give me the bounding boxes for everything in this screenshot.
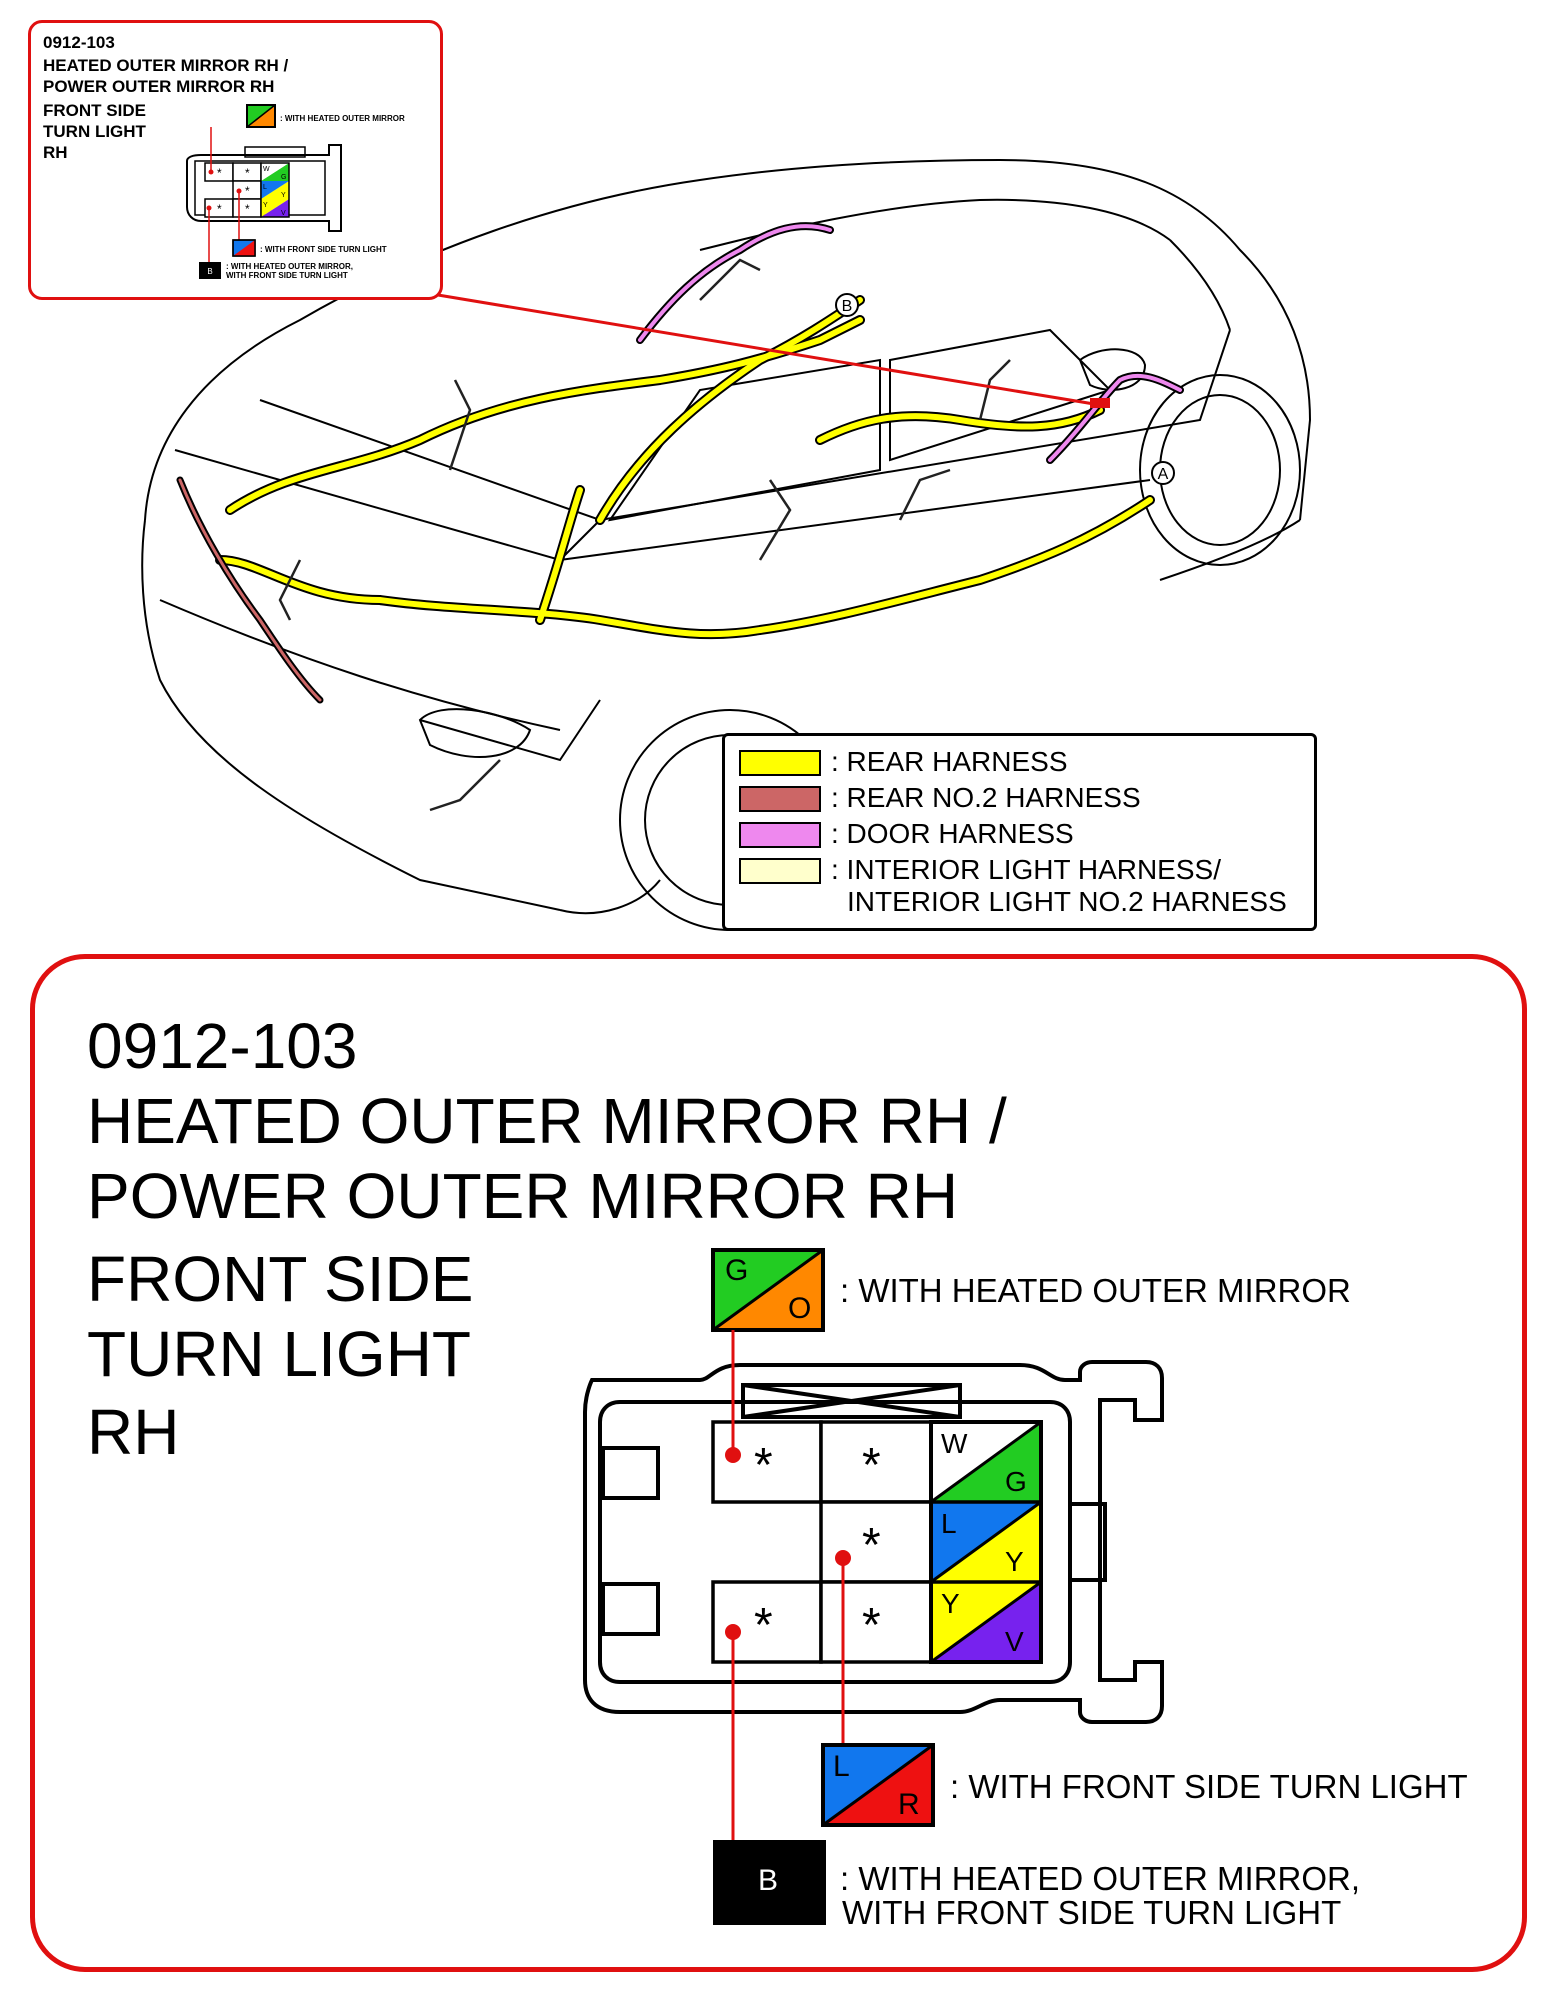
cavity-empty-4: * [754, 1599, 773, 1652]
inset-title-line1: HEATED OUTER MIRROR RH / [43, 56, 289, 75]
connector-sub-line2: TURN LIGHT [87, 1318, 471, 1390]
swatch-o-label: O [788, 1292, 812, 1325]
inset-sub-line3: RH [43, 143, 68, 162]
legend-label-rear: : REAR HARNESS [831, 746, 1068, 777]
legend-swatch-rear-no2 [739, 786, 821, 812]
inset-panel: 0912-103 HEATED OUTER MIRROR RH / POWER … [28, 20, 443, 300]
svg-text:WITH FRONT SIDE TURN LIGHT: WITH FRONT SIDE TURN LIGHT [226, 271, 348, 280]
legend-label-rear-no2: : REAR NO.2 HARNESS [831, 782, 1141, 813]
cavity-empty-2: * [862, 1439, 881, 1492]
legend-swatch-door [739, 822, 821, 848]
harness-legend: : REAR HARNESS : REAR NO.2 HARNESS : DOO… [722, 733, 1317, 931]
connector-sub-line1: FRONT SIDE [87, 1243, 474, 1315]
svg-text:*: * [245, 166, 250, 180]
svg-text:Y: Y [263, 202, 268, 209]
svg-text:B: B [207, 267, 212, 276]
terminal-label-w: W [941, 1428, 968, 1459]
connector-title-line2: POWER OUTER MIRROR RH [87, 1160, 959, 1232]
inset-sub-line2: TURN LIGHT [43, 122, 146, 141]
cavity-empty-3: * [862, 1519, 881, 1572]
svg-text:*: * [217, 202, 222, 216]
swatch-l-label: L [833, 1750, 850, 1783]
svg-text:Y: Y [281, 192, 286, 199]
connector-location-marker [1090, 398, 1110, 408]
rear-harness [217, 297, 1153, 638]
callout-a: A [1151, 461, 1175, 485]
inset-pointer-line [437, 293, 1101, 407]
terminal-label-v: V [1005, 1626, 1024, 1657]
legend-swatch-rear [739, 750, 821, 776]
svg-text:L: L [263, 184, 267, 191]
legend-label-interior-light-line2: INTERIOR LIGHT NO.2 HARNESS [847, 886, 1287, 917]
callout-b: B [835, 293, 859, 317]
connector-code: 0912-103 [87, 1010, 358, 1082]
inset-title-line2: POWER OUTER MIRROR RH [43, 77, 275, 96]
svg-text:: WITH FRONT SIDE TURN LIGHT: : WITH FRONT SIDE TURN LIGHT [260, 245, 387, 254]
cavity-empty-5: * [862, 1599, 881, 1652]
inset-sub-line1: FRONT SIDE [43, 101, 146, 120]
svg-text:: WITH HEATED OUTER MIRROR: : WITH HEATED OUTER MIRROR [280, 114, 405, 123]
rear-harness-outline [215, 295, 1155, 640]
swatch-r-label: R [898, 1788, 920, 1821]
legend-label-door: : DOOR HARNESS [831, 818, 1074, 849]
rear-no2-harness [178, 478, 322, 702]
svg-text:W: W [263, 166, 270, 173]
svg-text:B: B [842, 298, 853, 315]
branch-wires [278, 258, 1011, 812]
inset-connector-diagram: : WITH HEATED OUTER MIRROR * * * * * W G… [186, 104, 405, 280]
svg-text:G: G [281, 174, 286, 181]
note-front-side-turn-light: : WITH FRONT SIDE TURN LIGHT [950, 1768, 1468, 1805]
note-mirror-and-turn-line1: : WITH HEATED OUTER MIRROR, [840, 1860, 1361, 1897]
terminal-label-y2: Y [941, 1588, 960, 1619]
door-harness [638, 224, 1182, 462]
note-mirror-and-turn-line2: WITH FRONT SIDE TURN LIGHT [842, 1894, 1342, 1931]
legend-swatch-interior-light [739, 858, 821, 884]
svg-text:: WITH HEATED OUTER MIRROR,: : WITH HEATED OUTER MIRROR, [226, 262, 353, 271]
svg-text:V: V [281, 210, 286, 217]
swatch-g-label: G [725, 1254, 749, 1287]
connector-title-line1: HEATED OUTER MIRROR RH / [87, 1085, 1007, 1157]
terminal-label-g: G [1005, 1466, 1027, 1497]
connector-sub-line3: RH [87, 1396, 180, 1468]
legend-label-interior-light-line1: : INTERIOR LIGHT HARNESS/ [831, 854, 1221, 885]
svg-text:*: * [245, 184, 250, 198]
terminal-label-y: Y [1005, 1546, 1024, 1577]
svg-text:*: * [217, 166, 222, 180]
svg-text:A: A [1158, 466, 1169, 483]
terminal-label-l: L [941, 1508, 957, 1539]
connector-detail-panel: 0912-103 HEATED OUTER MIRROR RH / POWER … [30, 954, 1527, 1972]
svg-text:*: * [245, 202, 250, 216]
note-heated-mirror: : WITH HEATED OUTER MIRROR [840, 1272, 1351, 1309]
swatch-b-label: B [758, 1864, 779, 1897]
cavity-empty-1: * [754, 1439, 773, 1492]
inset-code: 0912-103 [43, 33, 115, 52]
